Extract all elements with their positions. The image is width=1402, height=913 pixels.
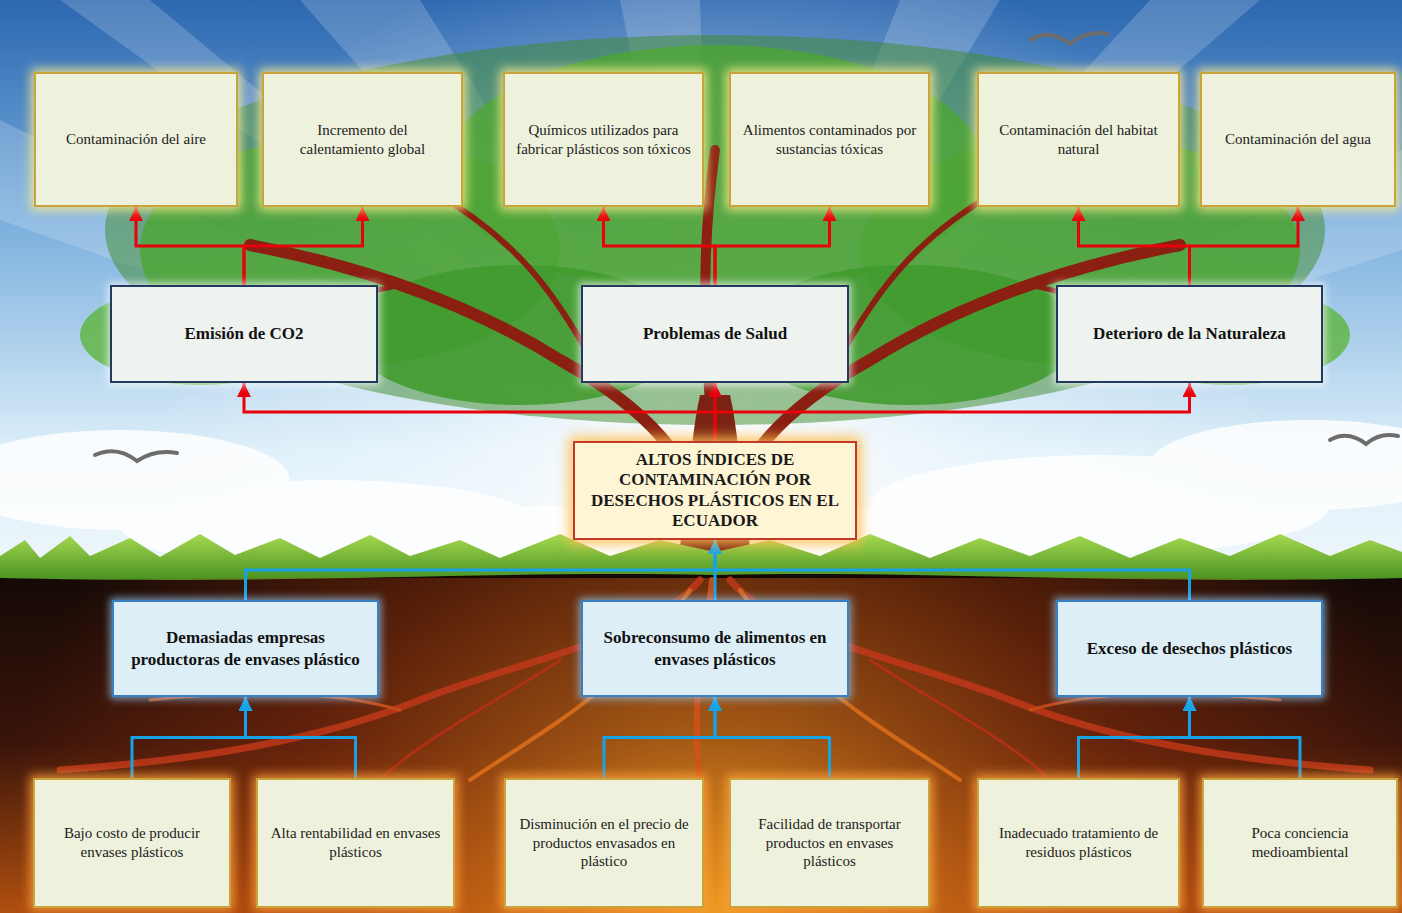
effect-group-box: Emisión de CO2: [110, 285, 378, 383]
effect-box: Contaminación del agua: [1200, 72, 1396, 207]
effect-box: Alimentos contaminados por sustancias tó…: [729, 72, 930, 207]
box-text: Inadecuado tratamiento de residuos plást…: [989, 824, 1168, 862]
sky: [0, 0, 1402, 600]
effect-arrow: [244, 383, 715, 441]
sun-glow: [0, 0, 1402, 600]
foliage: [80, 35, 1350, 425]
box-text: Sobreconsumo de alimentos en envases plá…: [593, 627, 837, 670]
box-text: Contaminación del agua: [1225, 130, 1371, 149]
effect-arrow: [244, 207, 363, 285]
cause-arrow: [715, 697, 830, 778]
clouds: [0, 420, 1402, 588]
box-text: Incremento del calentamiento global: [274, 121, 451, 159]
root-cause-box: Disminución en el precio de productos en…: [504, 778, 704, 908]
effect-box: Incremento del calentamiento global: [262, 72, 463, 207]
box-text: Demasiadas empresas productoras de envas…: [124, 627, 367, 670]
box-text: Alimentos contaminados por sustancias tó…: [741, 121, 918, 159]
problem-box: ALTOS ÍNDICES DE CONTAMINACIÓN POR DESEC…: [573, 441, 857, 540]
root-cause-box: Inadecuado tratamiento de residuos plást…: [977, 778, 1180, 908]
bird: [95, 451, 177, 461]
effect-group-box: Problemas de Salud: [581, 285, 849, 383]
birds: [95, 33, 1398, 461]
effect-arrow: [136, 207, 244, 285]
box-text: ALTOS ÍNDICES DE CONTAMINACIÓN POR DESEC…: [585, 450, 845, 532]
cause-arrow: [1190, 697, 1301, 778]
effect-group-box: Deterioro de la Naturaleza: [1056, 285, 1323, 383]
root: [380, 660, 560, 780]
cause-arrow: [246, 540, 716, 600]
effect-arrow: [715, 383, 1190, 441]
cause-arrow: [132, 697, 246, 778]
foliage-mass: [105, 35, 1325, 425]
box-text: Disminución en el precio de productos en…: [516, 815, 692, 871]
branch: [430, 190, 600, 375]
box-text: Contaminación del habitat natural: [989, 121, 1168, 159]
box-text: Poca conciencia medioambiental: [1214, 824, 1386, 862]
box-text: Bajo costo de producir envases plásticos: [45, 824, 219, 862]
root-cause-box: Alta rentabilidad en envases plásticos: [256, 778, 455, 908]
bird: [1330, 435, 1398, 444]
cause-box: Demasiadas empresas productoras de envas…: [112, 600, 379, 697]
root-cause-box: Bajo costo de producir envases plásticos: [33, 778, 231, 908]
soil-glow: [0, 578, 1402, 913]
cause-box: Sobreconsumo de alimentos en envases plá…: [581, 600, 849, 697]
box-text: Deterioro de la Naturaleza: [1093, 323, 1286, 344]
bird: [1030, 33, 1108, 44]
root-cause-box: Facilidad de transportar productos en en…: [729, 778, 930, 908]
box-text: Exceso de desechos plásticos: [1087, 638, 1292, 659]
roots: [60, 580, 1370, 780]
box-text: Químicos utilizados para fabricar plásti…: [515, 121, 692, 159]
cause-arrow: [1079, 697, 1190, 778]
effect-arrow: [604, 207, 716, 285]
root-cause-box: Poca conciencia medioambiental: [1202, 778, 1398, 908]
effect-arrow: [715, 207, 830, 285]
box-text: Contaminación del aire: [66, 130, 206, 149]
box-text: Emisión de CO2: [184, 323, 303, 344]
cause-arrow: [246, 697, 356, 778]
box-text: Problemas de Salud: [643, 323, 787, 344]
cause-box: Exceso de desechos plásticos: [1056, 600, 1323, 697]
box-text: Facilidad de transportar productos en en…: [741, 815, 918, 871]
effect-box: Contaminación del aire: [34, 72, 238, 207]
box-text: Alta rentabilidad en envases plásticos: [268, 824, 443, 862]
cause-arrow: [604, 697, 715, 778]
soil: [0, 574, 1402, 913]
cloud: [1150, 420, 1402, 510]
effect-arrow: [1079, 207, 1190, 285]
effect-box: Químicos utilizados para fabricar plásti…: [503, 72, 704, 207]
cause-arrow: [715, 540, 1190, 600]
effect-arrow: [1190, 207, 1299, 285]
root: [870, 660, 1050, 780]
effect-box: Contaminación del habitat natural: [977, 72, 1180, 207]
branch: [830, 190, 1000, 375]
